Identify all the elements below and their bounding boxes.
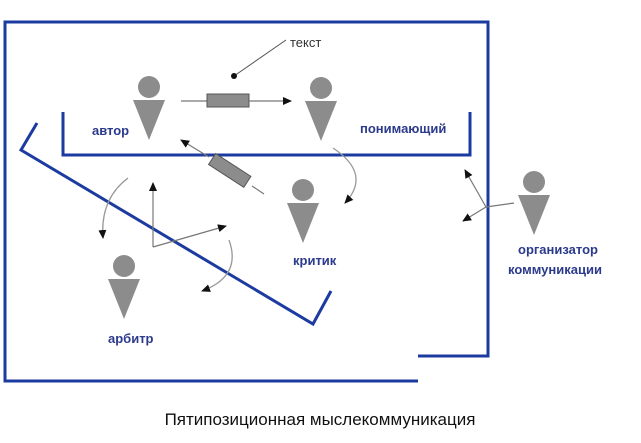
text-annotation-pointer: [231, 39, 287, 79]
organizer-label-line2: коммуникации: [508, 262, 602, 277]
arbiter-boundary: [18, 122, 333, 327]
critic-to-author-arrow: [180, 139, 265, 195]
arbiter-right-curve: [201, 239, 233, 292]
author-label: автор: [92, 123, 129, 138]
arbiter-axes: [149, 182, 227, 248]
understanding-figure-icon: [305, 77, 337, 141]
critic-label: критик: [293, 253, 337, 268]
text-block-icon: [207, 152, 252, 188]
critic-figure-icon: [287, 179, 319, 243]
author-to-understanding-arrow: [181, 93, 292, 108]
understanding-to-critic-curve: [332, 147, 357, 204]
author-shelf: [61, 112, 472, 157]
organizer-bracket: [418, 20, 490, 358]
organizer-arrows: [462, 169, 515, 222]
diagram-caption: Пятипозиционная мыслекоммуникация: [165, 410, 476, 429]
organizer-label-line1: организатор: [518, 242, 598, 257]
arbiter-figure-icon: [108, 255, 140, 319]
outer-frame: [3, 20, 418, 383]
understanding-label: понимающий: [360, 121, 446, 136]
arbiter-left-curve: [98, 177, 129, 239]
author-figure-icon: [133, 76, 165, 140]
arbiter-label: арбитр: [108, 331, 154, 346]
text-block-icon: [206, 93, 250, 108]
text-annotation-label: текст: [290, 35, 321, 50]
organizer-figure-icon: [518, 171, 550, 235]
